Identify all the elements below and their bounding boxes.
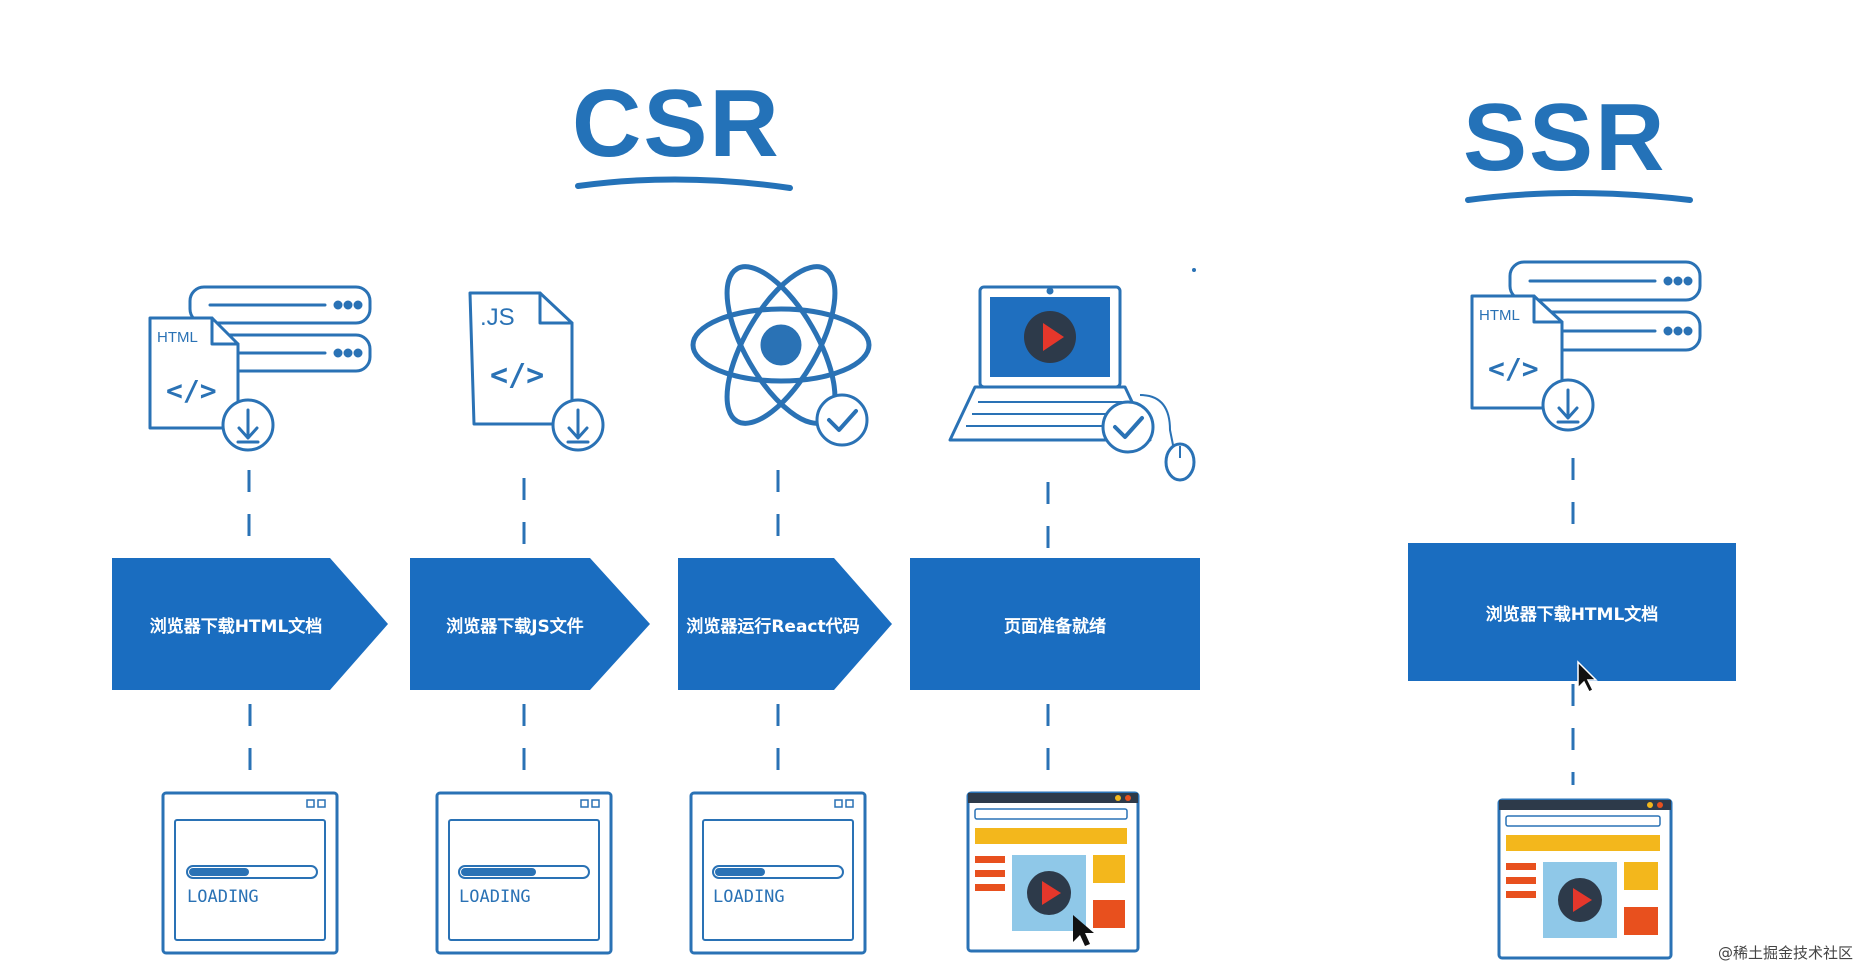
loading-window-3 <box>689 791 867 955</box>
csr-step-2-label: 浏览器下载JS文件 <box>446 616 584 637</box>
csr-step-4-shape <box>910 558 1200 690</box>
js-file-download-icon <box>468 291 605 452</box>
loading-window-2 <box>435 791 613 955</box>
csr-title-underline <box>575 176 793 191</box>
csr-step-1-label: 浏览器下载HTML文档 <box>149 616 323 637</box>
csr-step-3-shape <box>678 558 892 690</box>
js-code-glyph-icon: </> <box>490 358 544 393</box>
laptop-ready-icon <box>948 285 1196 482</box>
ssr-html-file-download-icon <box>1470 260 1702 432</box>
loading-text-2: LOADING <box>459 887 531 907</box>
csr-step-1-shape <box>112 558 388 690</box>
loading-window-1 <box>161 791 339 955</box>
ssr-html-tag-label: HTML <box>1479 307 1520 324</box>
react-atom-icon <box>690 264 872 447</box>
html-tag-label: HTML <box>157 329 198 346</box>
ssr-step-1-shape <box>1408 543 1736 681</box>
ssr-step-1-label: 浏览器下载HTML文档 <box>1485 604 1659 625</box>
dashed-connectors <box>247 458 1575 785</box>
csr-step-3-label: 浏览器运行React代码 <box>686 616 860 637</box>
ssr-title-underline <box>1465 190 1693 203</box>
ssr-code-glyph-icon: </> <box>1488 352 1539 385</box>
js-tag-label: .JS <box>480 304 515 331</box>
loading-text-1: LOADING <box>187 887 259 907</box>
play-button-icon <box>1024 311 1076 363</box>
stray-dot <box>1192 268 1196 272</box>
html-file-download-icon <box>148 285 372 452</box>
csr-title: CSR <box>572 70 781 177</box>
rendered-page-window-ssr <box>1497 798 1673 960</box>
rendered-page-window-csr <box>966 791 1140 953</box>
watermark: @稀土掘金技术社区 <box>1718 944 1854 962</box>
csr-step-2-shape <box>410 558 650 690</box>
csr-step-4-label: 页面准备就绪 <box>1004 616 1106 637</box>
ssr-title: SSR <box>1463 84 1667 191</box>
loading-text-3: LOADING <box>713 887 785 907</box>
mouse-cursor-icon <box>1577 660 1598 694</box>
code-glyph-icon: </> <box>166 374 217 407</box>
